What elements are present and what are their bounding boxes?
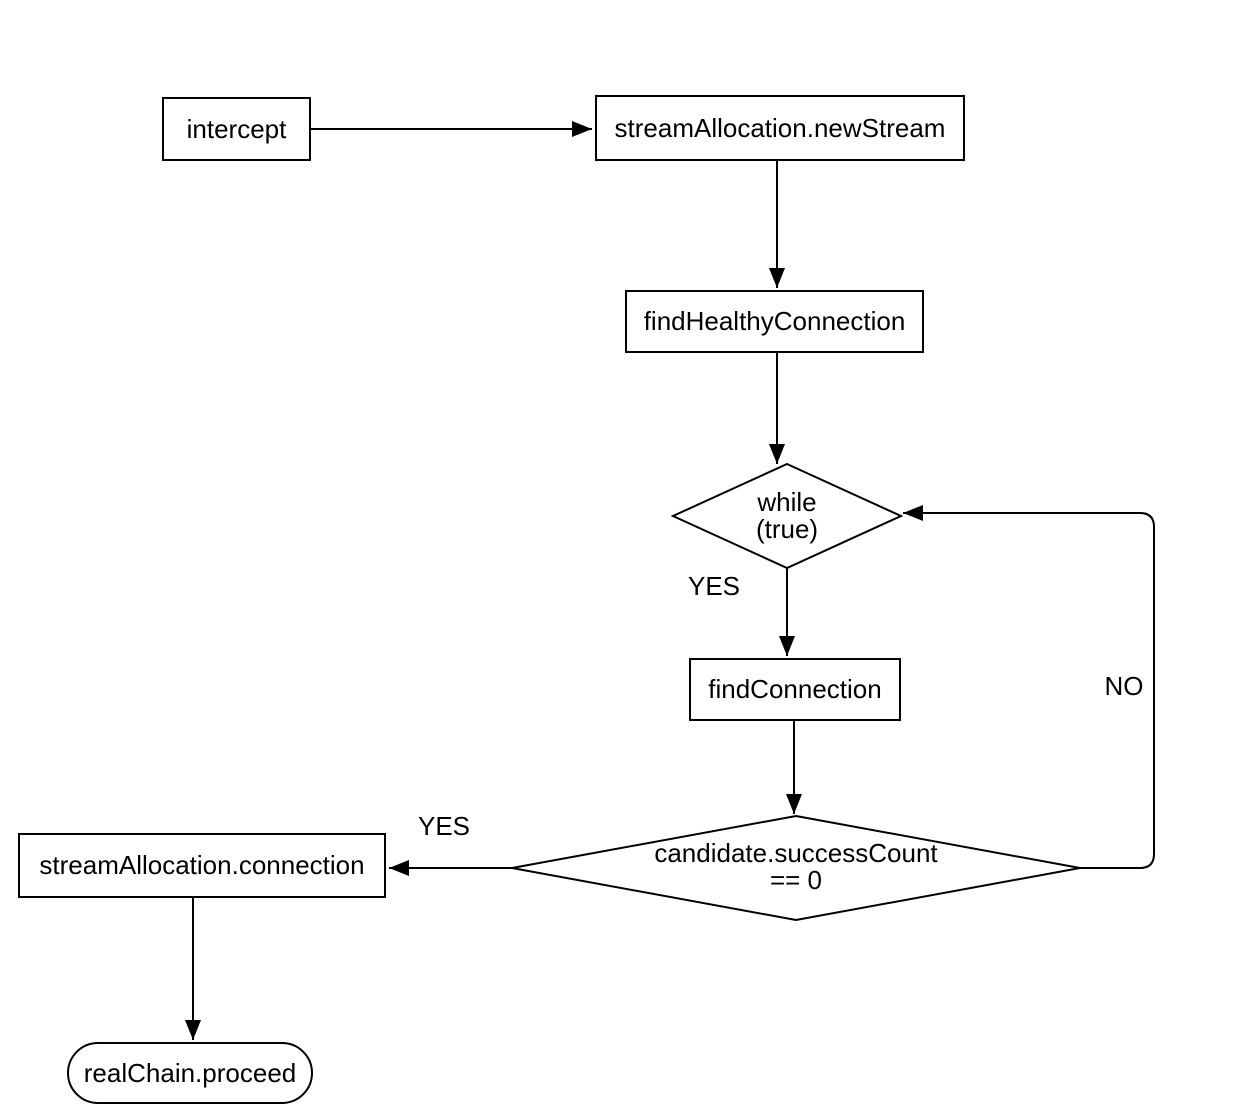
node-stream-allocation-connection: streamAllocation.connection: [18, 833, 386, 898]
node-real-chain-proceed: realChain.proceed: [67, 1042, 313, 1104]
node-stream-allocation-new-stream: streamAllocation.newStream: [595, 95, 965, 161]
node-intercept: intercept: [162, 97, 311, 161]
success-count-diamond: [511, 814, 1081, 922]
edge-label-success-yes: YES: [417, 811, 471, 841]
node-find-healthy-connection: findHealthyConnection: [625, 290, 924, 353]
node-find-connection: findConnection: [689, 658, 901, 721]
edge-label-no: NO: [1104, 671, 1144, 701]
edge-label-while-yes: YES: [687, 571, 741, 601]
edge-successcheck-no-loop-to-while: [903, 505, 1155, 869]
while-true-diamond: [670, 462, 904, 570]
